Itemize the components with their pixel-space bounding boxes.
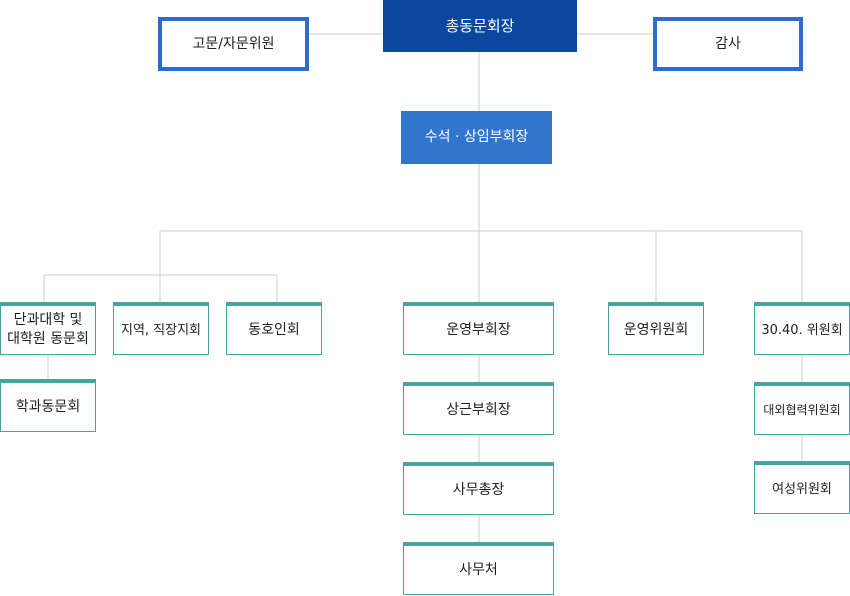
operating-committee-label: 운영위원회 xyxy=(623,321,689,338)
advisors-box: 고문/자문위원 xyxy=(158,17,309,71)
operating-committee-box: 운영위원회 xyxy=(608,302,704,355)
operating-vp-box: 운영부회장 xyxy=(403,302,554,355)
women-committee-label: 여성위원회 xyxy=(772,481,832,497)
secretary-general-label: 사무총장 xyxy=(452,481,505,498)
standing-vp-box: 상근부회장 xyxy=(403,382,554,435)
clubs-box: 동호인회 xyxy=(226,302,322,355)
women-committee-box: 여성위원회 xyxy=(754,461,850,514)
advisors-label: 고문/자문위원 xyxy=(192,35,275,52)
dept-alumni-box: 학과동문회 xyxy=(0,379,96,432)
president-box: 총동문회장 xyxy=(383,0,577,52)
senior-vp-box: 수석 · 상임부회장 xyxy=(401,111,552,164)
audit-box: 감사 xyxy=(653,17,803,71)
dept-alumni-label: 학과동문회 xyxy=(15,398,81,415)
operating-vp-label: 운영부회장 xyxy=(446,321,511,338)
committee-3040-box: 30.40. 위원회 xyxy=(754,302,850,355)
external-committee-label: 대외협력위원회 xyxy=(763,402,841,417)
external-committee-box: 대외협력위원회 xyxy=(754,382,850,435)
college-alumni-box: 단과대학 및 대학원 동문회 xyxy=(0,302,96,355)
president-label: 총동문회장 xyxy=(445,16,515,35)
audit-label: 감사 xyxy=(715,35,741,52)
regional-box: 지역, 직장지회 xyxy=(113,302,209,355)
secretariat-box: 사무처 xyxy=(403,542,554,595)
college-alumni-label-line2: 대학원 동문회 xyxy=(7,331,89,347)
clubs-label: 동호인회 xyxy=(248,321,300,338)
regional-label: 지역, 직장지회 xyxy=(120,322,202,338)
secretary-general-box: 사무총장 xyxy=(403,462,554,515)
secretariat-label: 사무처 xyxy=(459,561,498,578)
committee-3040-label: 30.40. 위원회 xyxy=(761,322,843,338)
college-alumni-label-line1: 단과대학 및 xyxy=(13,312,83,328)
senior-vp-label: 수석 · 상임부회장 xyxy=(424,129,529,145)
standing-vp-label: 상근부회장 xyxy=(446,401,511,418)
